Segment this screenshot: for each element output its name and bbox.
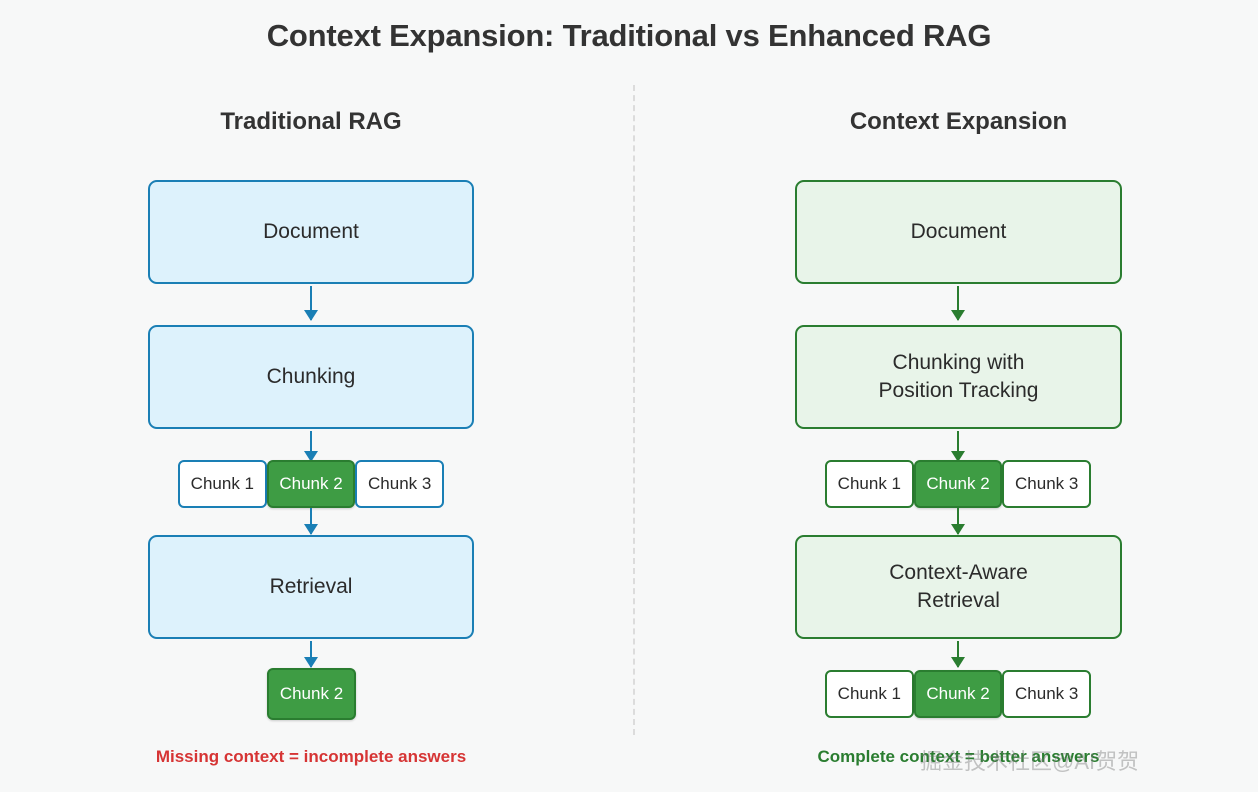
arrow-head [951, 524, 965, 535]
arrow-head [951, 451, 965, 462]
left-step-retrieval: Retrieval [148, 535, 474, 639]
right-result-chunk-2[interactable]: Chunk 2 [913, 670, 1003, 718]
arrow-head [304, 451, 318, 462]
right-result-row: Chunk 1 Chunk 2 Chunk 3 [825, 670, 1092, 718]
right-result-chunk-2-label: Chunk 2 [926, 684, 990, 703]
right-chunk-1-label: Chunk 1 [837, 474, 901, 493]
left-column-header: Traditional RAG [220, 108, 402, 135]
right-result-chunk-1-label: Chunk 1 [837, 684, 901, 703]
right-step-chunking-line2: Position Tracking [878, 379, 1039, 402]
left-chunk-3[interactable]: Chunk 3 [355, 460, 445, 508]
arrow-shaft [956, 286, 960, 320]
right-step-retrieval-line2: Retrieval [917, 589, 1000, 612]
right-result-chunk-3-label: Chunk 3 [1015, 684, 1079, 703]
left-result-chunk-label: Chunk 2 [279, 684, 344, 703]
arrow-shaft [309, 431, 313, 461]
arrow-shaft [956, 508, 960, 534]
arrow-head [951, 310, 965, 321]
page-title: Context Expansion: Traditional vs Enhanc… [266, 18, 992, 53]
arrow-shaft [956, 641, 960, 667]
arrow-shaft [309, 286, 313, 320]
left-result-chunk[interactable]: Chunk 2 [267, 668, 356, 720]
left-chunk-1-label: Chunk 1 [190, 474, 254, 493]
left-step-chunking-label: Chunking [266, 364, 356, 388]
left-step-document-label: Document [263, 219, 359, 243]
right-column-header: Context Expansion [849, 108, 1068, 135]
left-step-document: Document [148, 180, 474, 284]
right-chunk-2-label: Chunk 2 [926, 474, 990, 493]
right-step-retrieval-line1: Context-Aware [889, 560, 1028, 584]
arrow-head [304, 657, 318, 668]
right-chunk-row: Chunk 1 Chunk 2 Chunk 3 [825, 460, 1092, 508]
right-result-chunk-1[interactable]: Chunk 1 [825, 670, 914, 718]
right-step-chunking-text: Chunking with Position Tracking [879, 349, 1039, 406]
arrow-head [304, 310, 318, 321]
right-chunk-3[interactable]: Chunk 3 [1002, 460, 1092, 508]
arrow-shaft [309, 508, 313, 534]
right-chunk-2[interactable]: Chunk 2 [913, 460, 1003, 508]
arrow-shaft [309, 641, 313, 667]
left-chunk-1[interactable]: Chunk 1 [178, 460, 267, 508]
left-chunk-3-label: Chunk 3 [368, 474, 432, 493]
left-caption: Missing context = incomplete answers [155, 747, 467, 766]
left-chunk-row: Chunk 1 Chunk 2 Chunk 3 [178, 460, 445, 508]
arrow-head [304, 524, 318, 535]
column-divider [633, 85, 635, 735]
right-step-retrieval-text: Context-Aware Retrieval [889, 559, 1028, 616]
right-step-chunking-position-tracking: Chunking with Position Tracking [795, 325, 1122, 429]
arrow-head [951, 657, 965, 668]
left-chunk-2[interactable]: Chunk 2 [266, 460, 356, 508]
left-step-chunking: Chunking [148, 325, 474, 429]
right-chunk-1[interactable]: Chunk 1 [825, 460, 914, 508]
right-step-document: Document [795, 180, 1122, 284]
right-caption: Complete context = better answers [817, 747, 1100, 766]
right-step-context-aware-retrieval: Context-Aware Retrieval [795, 535, 1122, 639]
right-result-chunk-3[interactable]: Chunk 3 [1002, 670, 1092, 718]
right-step-document-label: Document [910, 219, 1007, 243]
left-chunk-2-label: Chunk 2 [279, 474, 343, 493]
right-chunk-3-label: Chunk 3 [1015, 474, 1079, 493]
left-step-retrieval-label: Retrieval [269, 574, 353, 598]
right-step-chunking-line1: Chunking with [892, 350, 1025, 374]
arrow-shaft [956, 431, 960, 461]
